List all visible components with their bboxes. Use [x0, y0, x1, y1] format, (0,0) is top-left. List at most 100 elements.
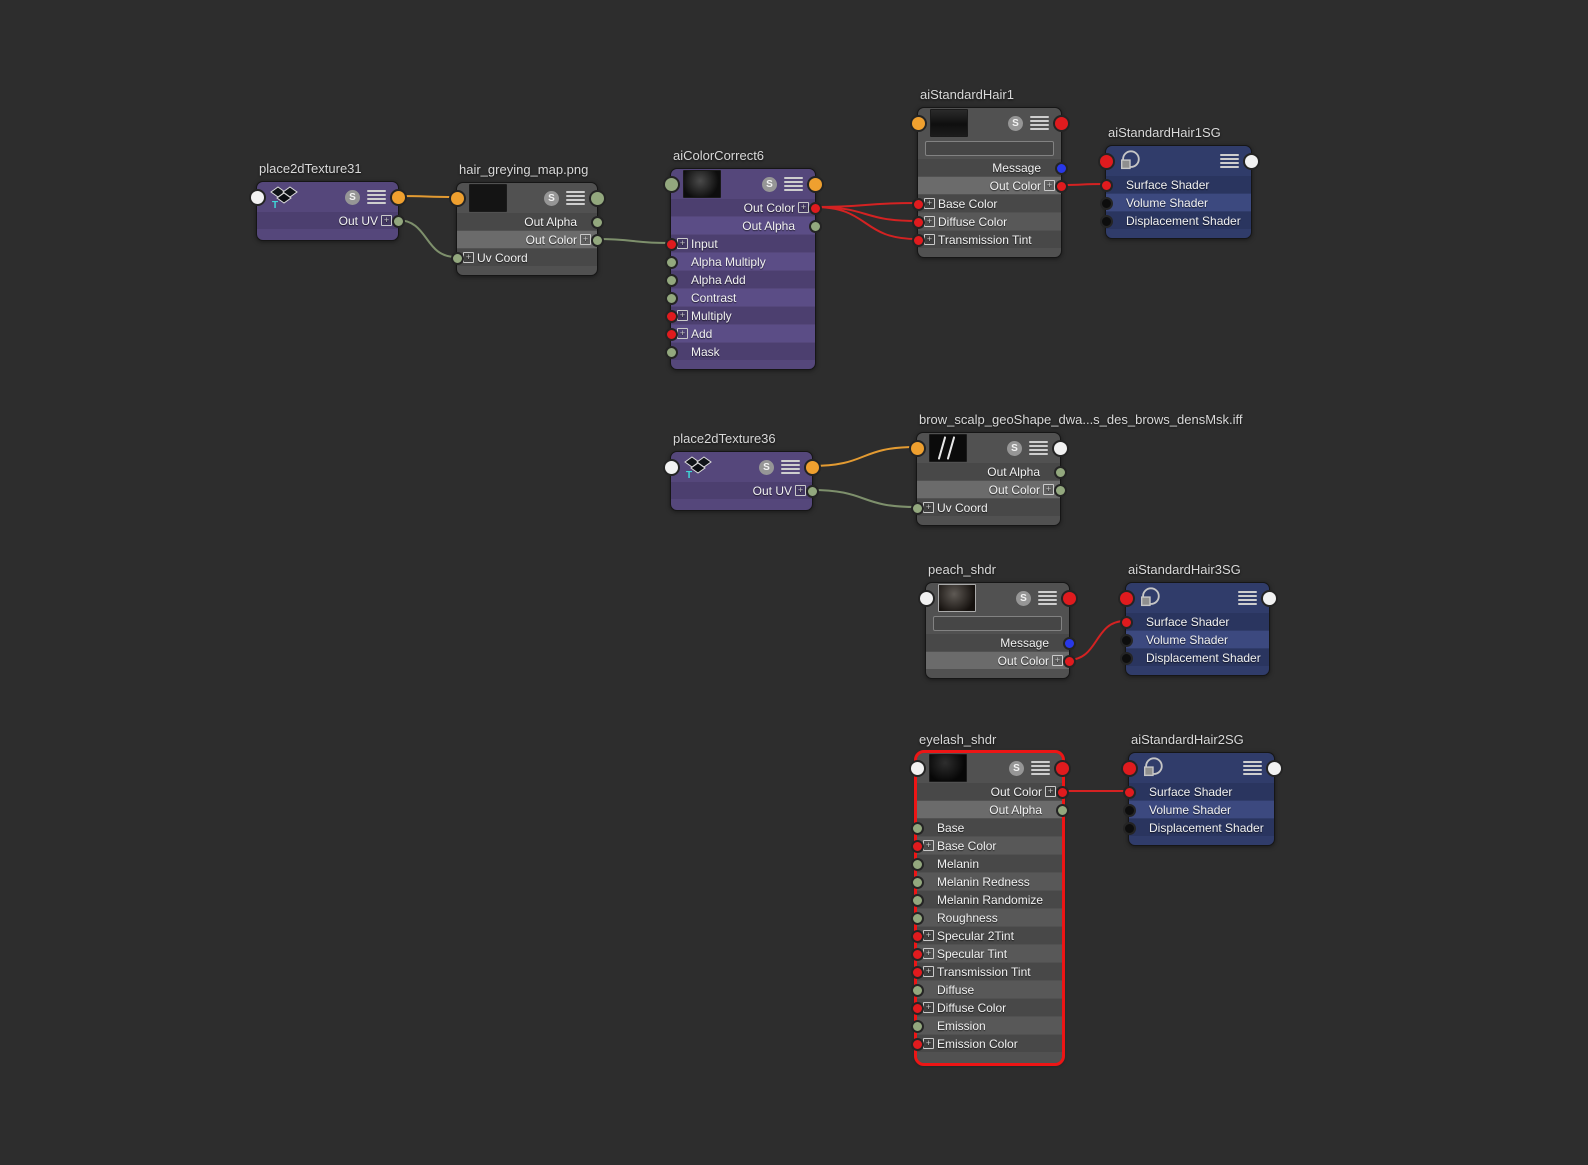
port-eyelash_shdr-out_alpha[interactable] — [1055, 803, 1069, 817]
port-aiStandardHair2SG-hdr_in[interactable] — [1120, 759, 1138, 777]
port-eyelash_shdr-hdr_in[interactable] — [908, 759, 926, 777]
expand-icon[interactable]: + — [923, 1002, 934, 1013]
port-eyelash_shdr-base[interactable] — [910, 821, 924, 835]
wire-place2dTexture31-to-hair_greying_map[interactable] — [396, 219, 457, 258]
row-melanin_randomize[interactable]: Melanin Randomize — [917, 891, 1062, 908]
port-peach_shdr-hdr_out[interactable] — [1060, 589, 1078, 607]
row-emission[interactable]: Emission — [917, 1017, 1062, 1034]
port-aiStandardHair3SG-displacement_shader[interactable] — [1119, 651, 1133, 665]
port-aiColorCorrect6-out_color[interactable] — [808, 201, 822, 215]
expand-icon[interactable]: + — [798, 202, 809, 213]
expand-icon[interactable]: + — [924, 198, 935, 209]
port-aiColorCorrect6-alpha_multiply[interactable] — [664, 255, 678, 269]
row-alpha_multiply[interactable]: Alpha Multiply — [671, 253, 815, 270]
port-aiColorCorrect6-add[interactable] — [664, 327, 678, 341]
port-aiStandardHair1SG-hdr_in[interactable] — [1097, 152, 1115, 170]
port-brow_scalp_map-uv_coord[interactable] — [910, 501, 924, 515]
expand-icon[interactable]: + — [923, 502, 934, 513]
row-uv_coord[interactable]: +Uv Coord — [917, 499, 1060, 516]
port-eyelash_shdr-emission_color[interactable] — [910, 1037, 924, 1051]
port-eyelash_shdr-diffuse[interactable] — [910, 983, 924, 997]
wire-peach_shdr-to-aiStandardHair3SG[interactable] — [1067, 620, 1126, 661]
menu-icon[interactable] — [1029, 441, 1048, 455]
row-roughness[interactable]: Roughness — [917, 909, 1062, 926]
port-aiStandardHair1SG-hdr_out[interactable] — [1242, 152, 1260, 170]
expand-icon[interactable]: + — [795, 485, 806, 496]
row-diffuse[interactable]: Diffuse — [917, 981, 1062, 998]
menu-icon[interactable] — [1030, 116, 1049, 130]
port-eyelash_shdr-hdr_out[interactable] — [1053, 759, 1071, 777]
port-eyelash_shdr-base_color[interactable] — [910, 839, 924, 853]
row-out_color[interactable]: +Out Color — [918, 177, 1061, 194]
wire-aiColorCorrect6-to-aiStandardHair1[interactable] — [813, 206, 918, 240]
row-specular_tint[interactable]: +Specular Tint — [917, 945, 1062, 962]
node-brow_scalp_map[interactable]: brow_scalp_geoShape_dwa...s_des_brows_de… — [908, 412, 1243, 526]
port-aiColorCorrect6-out_alpha[interactable] — [808, 219, 822, 233]
expand-icon[interactable]: + — [1052, 655, 1063, 666]
expand-icon[interactable]: + — [923, 930, 934, 941]
row-melanin_redness[interactable]: Melanin Redness — [917, 873, 1062, 890]
port-brow_scalp_map-hdr_in[interactable] — [908, 439, 926, 457]
row-out_alpha[interactable]: Out Alpha — [917, 801, 1062, 818]
port-aiColorCorrect6-mask[interactable] — [664, 345, 678, 359]
port-aiStandardHair2SG-displacement_shader[interactable] — [1122, 821, 1136, 835]
row-displacement_shader[interactable]: Displacement Shader — [1129, 819, 1274, 836]
port-aiColorCorrect6-alpha_add[interactable] — [664, 273, 678, 287]
port-peach_shdr-hdr_in[interactable] — [917, 589, 935, 607]
port-eyelash_shdr-specular_tint[interactable] — [910, 947, 924, 961]
port-eyelash_shdr-out_color[interactable] — [1055, 785, 1069, 799]
row-out_color[interactable]: +Out Color — [926, 652, 1069, 669]
expand-icon[interactable]: + — [1044, 180, 1055, 191]
port-hair_greying_map-hdr_out[interactable] — [588, 189, 606, 207]
port-aiColorCorrect6-input[interactable] — [664, 237, 678, 251]
menu-icon[interactable] — [1243, 761, 1262, 775]
expand-icon[interactable]: + — [677, 310, 688, 321]
port-eyelash_shdr-transmission_tint[interactable] — [910, 965, 924, 979]
expand-icon[interactable]: + — [677, 328, 688, 339]
port-aiStandardHair2SG-surface_shader[interactable] — [1122, 785, 1136, 799]
row-melanin[interactable]: Melanin — [917, 855, 1062, 872]
row-out_color[interactable]: +Out Color — [917, 783, 1062, 800]
port-place2dTexture36-out_uv[interactable] — [805, 484, 819, 498]
port-eyelash_shdr-melanin_redness[interactable] — [910, 875, 924, 889]
row-volume_shader[interactable]: Volume Shader — [1129, 801, 1274, 818]
swatch-toggle-icon[interactable]: S — [1007, 440, 1022, 456]
port-aiStandardHair1-out_color[interactable] — [1054, 179, 1068, 193]
row-emission_color[interactable]: +Emission Color — [917, 1035, 1062, 1052]
row-diffuse_color[interactable]: +Diffuse Color — [918, 213, 1061, 230]
row-diffuse_color[interactable]: +Diffuse Color — [917, 999, 1062, 1016]
row-transmission_tint[interactable]: +Transmission Tint — [918, 231, 1061, 248]
swatch-toggle-icon[interactable]: S — [345, 189, 360, 205]
row-message[interactable]: Message — [926, 634, 1069, 651]
menu-icon[interactable] — [781, 460, 800, 474]
port-eyelash_shdr-melanin[interactable] — [910, 857, 924, 871]
expand-icon[interactable]: + — [923, 948, 934, 959]
port-place2dTexture31-hdr_in[interactable] — [248, 188, 266, 206]
row-add[interactable]: +Add — [671, 325, 815, 342]
wire-hair_greying_map-to-aiColorCorrect6[interactable] — [595, 238, 671, 244]
row-displacement_shader[interactable]: Displacement Shader — [1126, 649, 1269, 666]
port-eyelash_shdr-diffuse_color[interactable] — [910, 1001, 924, 1015]
row-out_alpha[interactable]: Out Alpha — [917, 463, 1060, 480]
port-aiStandardHair2SG-hdr_out[interactable] — [1265, 759, 1283, 777]
row-out_alpha[interactable]: Out Alpha — [671, 217, 815, 234]
port-hair_greying_map-out_alpha[interactable] — [590, 215, 604, 229]
expand-icon[interactable]: + — [1043, 484, 1054, 495]
row-transmission_tint[interactable]: +Transmission Tint — [917, 963, 1062, 980]
row-surface_shader[interactable]: Surface Shader — [1106, 176, 1251, 193]
expand-icon[interactable]: + — [923, 840, 934, 851]
row-out_color[interactable]: +Out Color — [671, 199, 815, 216]
swatch-toggle-icon[interactable]: S — [1016, 590, 1031, 606]
port-brow_scalp_map-out_color[interactable] — [1053, 483, 1067, 497]
row-out_color[interactable]: +Out Color — [457, 231, 597, 248]
port-aiStandardHair3SG-surface_shader[interactable] — [1119, 615, 1133, 629]
row-multiply[interactable]: +Multiply — [671, 307, 815, 324]
swatch-toggle-icon[interactable]: S — [1009, 760, 1024, 776]
